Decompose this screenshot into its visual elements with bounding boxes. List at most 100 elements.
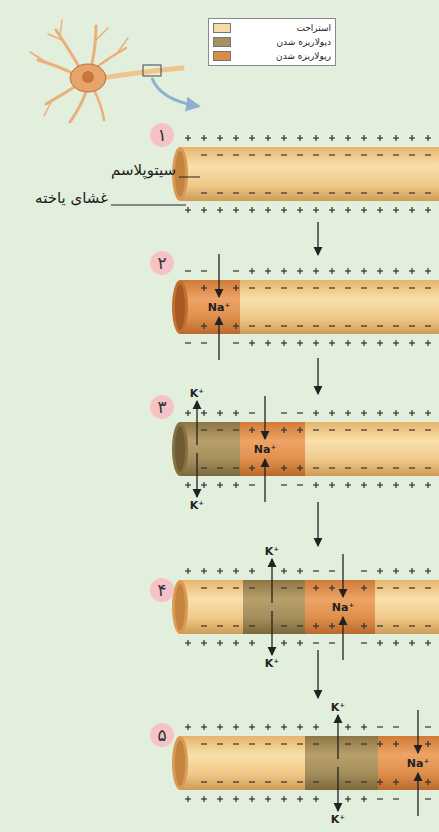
charge-sign [267,724,268,730]
charge-sign [361,781,367,782]
charge-sign [235,482,236,488]
charge-sign [409,287,415,288]
charge-sign [361,154,367,155]
charge-sign [297,625,303,626]
charge-sign [217,743,223,744]
charge-sign [379,741,380,747]
charge-sign [219,207,220,213]
charge-sign [411,640,412,646]
charge-sign [233,743,239,744]
charge-sign [315,796,316,802]
repolarized-zone [243,580,305,634]
charge-sign [235,285,236,291]
charge-sign [315,724,316,730]
charge-sign [345,743,351,744]
charge-sign [379,135,380,141]
charge-sign [283,465,284,471]
charge-sign [331,482,332,488]
membrane-rest [180,736,439,790]
ion-arrow [342,617,343,660]
charge-sign [297,325,303,326]
charge-sign [393,587,399,588]
charge-sign [427,410,428,416]
charge-sign [201,154,207,155]
charge-sign [251,640,252,646]
charge-sign [379,207,380,213]
charge-sign [409,467,415,468]
charge-sign [395,741,396,747]
charge-sign [265,154,271,155]
axon-end [172,580,188,634]
charge-sign [331,410,332,416]
charge-sign [377,192,383,193]
charge-sign [219,568,220,574]
charge-sign [313,287,319,288]
charge-sign [345,781,351,782]
ion-label: Na⁺ [407,757,429,770]
ion-label: K⁺ [190,387,204,400]
charge-sign [347,135,348,141]
charge-sign [329,467,335,468]
charge-sign [265,743,271,744]
axon-end [172,422,188,476]
charge-sign [297,484,303,485]
charge-sign [203,724,204,730]
charge-sign [281,192,287,193]
charge-sign [409,325,415,326]
ion-arrow [271,611,272,655]
charge-sign [313,642,319,643]
charge-sign [219,135,220,141]
charge-sign [377,154,383,155]
legend-swatch [213,23,231,33]
charge-sign [281,625,287,626]
charge-sign [425,325,431,326]
charge-sign [299,207,300,213]
charge-sign [187,482,188,488]
charge-sign [393,429,399,430]
charge-sign [363,796,364,802]
charge-sign [233,270,239,271]
charge-sign [329,642,335,643]
charge-sign [235,135,236,141]
charge-sign [379,268,380,274]
charge-sign [313,154,319,155]
charge-sign [201,743,207,744]
charge-sign [363,340,364,346]
leader-line [111,205,186,206]
charge-sign [331,340,332,346]
charge-sign [347,410,348,416]
charge-sign [267,796,268,802]
charge-sign [187,724,188,730]
charge-sign [395,207,396,213]
charge-sign [427,741,428,747]
axon-lumen [175,151,185,197]
charge-sign [377,287,383,288]
charge-sign [249,192,255,193]
callout-number: ۵ [150,723,174,747]
charge-sign [201,192,207,193]
charge-sign [187,207,188,213]
charge-sign [393,287,399,288]
charge-sign [315,268,316,274]
charge-sign [315,207,316,213]
charge-sign [233,154,239,155]
charge-sign [395,268,396,274]
charge-sign [345,154,351,155]
charge-sign [217,192,223,193]
ion-arrow [342,554,343,597]
charge-sign [379,340,380,346]
charge-sign [297,154,303,155]
charge-sign [331,207,332,213]
charge-sign [329,325,335,326]
charge-sign [281,587,287,588]
charge-sign [203,285,204,291]
charge-sign [361,570,367,571]
charge-sign [297,587,303,588]
ion-label: Na⁺ [208,301,230,314]
charge-sign [315,410,316,416]
part-label: سیتوپلاسم [111,161,176,179]
charge-sign [395,340,396,346]
charge-sign [187,135,188,141]
charge-sign [233,781,239,782]
charge-sign [235,410,236,416]
